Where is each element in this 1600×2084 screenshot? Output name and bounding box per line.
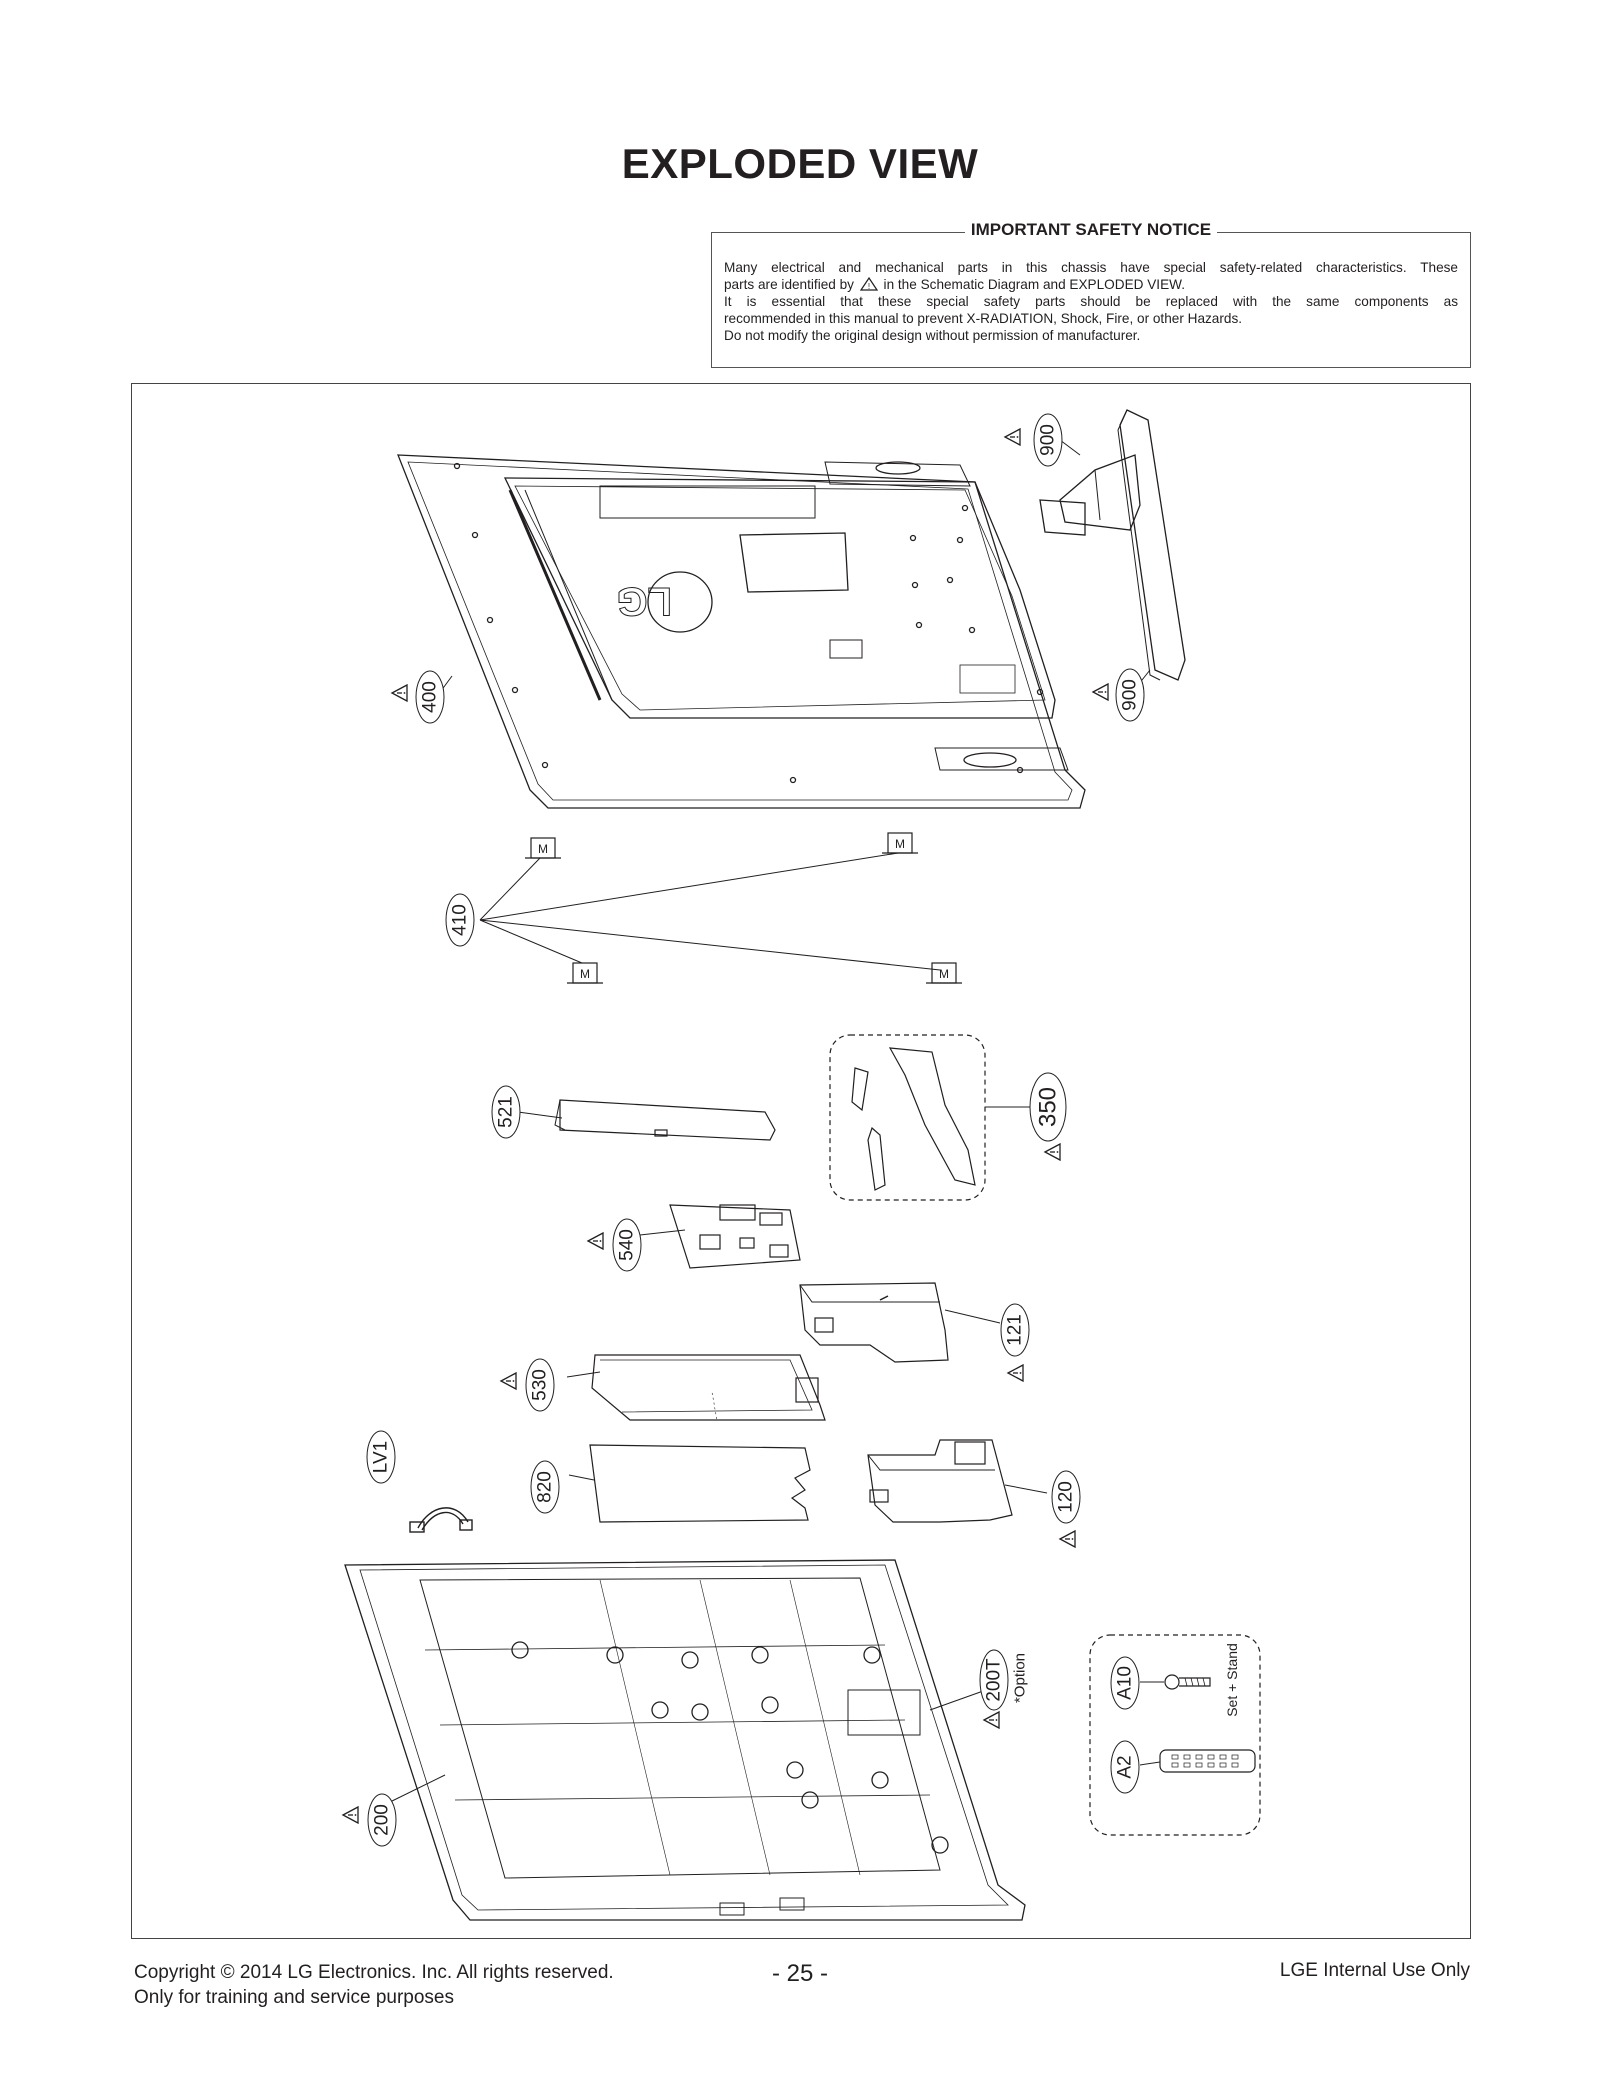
internal-use-text: LGE Internal Use Only (1279, 1960, 1470, 1981)
label-521: 521 (491, 1085, 521, 1139)
safety-notice-box: IMPORTANT SAFETY NOTICE Many electrical … (711, 220, 1471, 368)
svg-text:M: M (580, 967, 590, 981)
footer-left: Copyright © 2014 LG Electronics. Inc. Al… (134, 1960, 614, 2010)
training-text: Only for training and service purposes (134, 1987, 454, 2008)
warning-triangle-icon (1044, 1143, 1061, 1161)
notice-line-1: Many electrical and mechanical parts in … (724, 260, 1458, 275)
label-530: 530 (500, 1358, 555, 1412)
label-400: 400 (391, 670, 445, 724)
copyright-text: Copyright © 2014 LG Electronics. Inc. Al… (134, 1962, 614, 1983)
label-820: 820 (530, 1460, 560, 1514)
svg-text:LV1: LV1 (371, 1441, 392, 1473)
label-900-top: 900 (1004, 413, 1063, 467)
part-labels: 900 900 400 410 521 350 540 (342, 413, 1240, 1847)
safety-notice-body: Many electrical and mechanical parts in … (724, 259, 1458, 344)
speaker-assembly (829, 1034, 986, 1201)
svg-text:A10: A10 (1115, 1666, 1136, 1700)
warning-triangle-icon (587, 1232, 604, 1250)
power-board: - - - - - - (591, 1354, 826, 1421)
label-A2: A2 (1110, 1740, 1140, 1794)
accessory-box (1089, 1634, 1261, 1836)
speaker-right (799, 1282, 949, 1363)
label-120: 120 (1051, 1470, 1081, 1548)
warning-triangle-icon (500, 1372, 517, 1390)
label-A10: A10 (1110, 1656, 1140, 1710)
svg-text:200T: 200T (984, 1658, 1005, 1702)
accessory-note: Set + Stand (1224, 1643, 1240, 1717)
svg-text:900: 900 (1038, 424, 1059, 456)
leader-lines (389, 439, 1164, 1803)
page-number: - 25 - (771, 1960, 828, 1987)
svg-text:M: M (895, 837, 905, 851)
label-200T: 200T *Option (979, 1649, 1029, 1729)
diagram-frame (131, 383, 1471, 1939)
warning-triangle-icon (1092, 683, 1109, 701)
svg-text:120: 120 (1056, 1481, 1077, 1513)
notice-line-5: Do not modify the original design withou… (724, 328, 1141, 343)
warning-triangle-icon (1059, 1530, 1076, 1548)
svg-text:M: M (538, 842, 548, 856)
svg-text:400: 400 (420, 681, 441, 713)
svg-text:200: 200 (372, 1804, 393, 1836)
wall-brackets: M M M M (525, 832, 962, 984)
label-410: 410 (445, 893, 475, 947)
svg-text:820: 820 (535, 1471, 556, 1503)
svg-text:!: ! (868, 282, 870, 291)
svg-text:121: 121 (1005, 1314, 1026, 1346)
side-bracket (554, 1099, 776, 1141)
power-board-marking: - - - - - - (708, 1392, 722, 1421)
label-350: 350 (1029, 1072, 1067, 1161)
page-title: EXPLODED VIEW (621, 140, 979, 187)
notice-line-3: It is essential that these special safet… (724, 294, 1458, 309)
warning-triangle-icon (1007, 1364, 1024, 1382)
option-note: *Option (1012, 1653, 1029, 1703)
warning-triangle-icon (983, 1711, 1000, 1729)
notice-line-4: recommended in this manual to prevent X-… (724, 311, 1243, 326)
svg-text:A2: A2 (1115, 1755, 1136, 1778)
svg-text:521: 521 (496, 1096, 517, 1128)
svg-text:540: 540 (617, 1229, 638, 1261)
stand (1039, 409, 1186, 681)
svg-text:350: 350 (1035, 1087, 1062, 1127)
speaker-left (867, 1439, 1013, 1523)
screw-icon (1164, 1674, 1211, 1690)
insulator-sheet (589, 1444, 811, 1523)
label-121: 121 (1000, 1303, 1030, 1382)
warning-triangle-icon (391, 684, 408, 702)
lg-logo: LG (616, 579, 672, 623)
label-900-bottom: 900 (1092, 668, 1145, 722)
svg-text:410: 410 (450, 904, 471, 936)
svg-text:900: 900 (1120, 679, 1141, 711)
lvds-cable (409, 1507, 473, 1533)
front-panel (344, 1559, 1026, 1921)
svg-text:M: M (939, 967, 949, 981)
label-540: 540 (587, 1218, 642, 1272)
warning-triangle-icon: ! (859, 277, 878, 291)
back-cover: LG (397, 454, 1086, 809)
svg-text:530: 530 (530, 1369, 551, 1401)
safety-notice-heading: IMPORTANT SAFETY NOTICE (964, 220, 1218, 239)
warning-triangle-icon (342, 1806, 359, 1824)
label-200: 200 (342, 1793, 397, 1847)
remote-control-icon (1159, 1749, 1256, 1773)
main-board (669, 1204, 801, 1269)
label-LV1: LV1 (366, 1430, 396, 1484)
notice-line-2: parts are identified by ! in the Schemat… (724, 277, 1185, 292)
warning-triangle-icon (1004, 428, 1021, 446)
